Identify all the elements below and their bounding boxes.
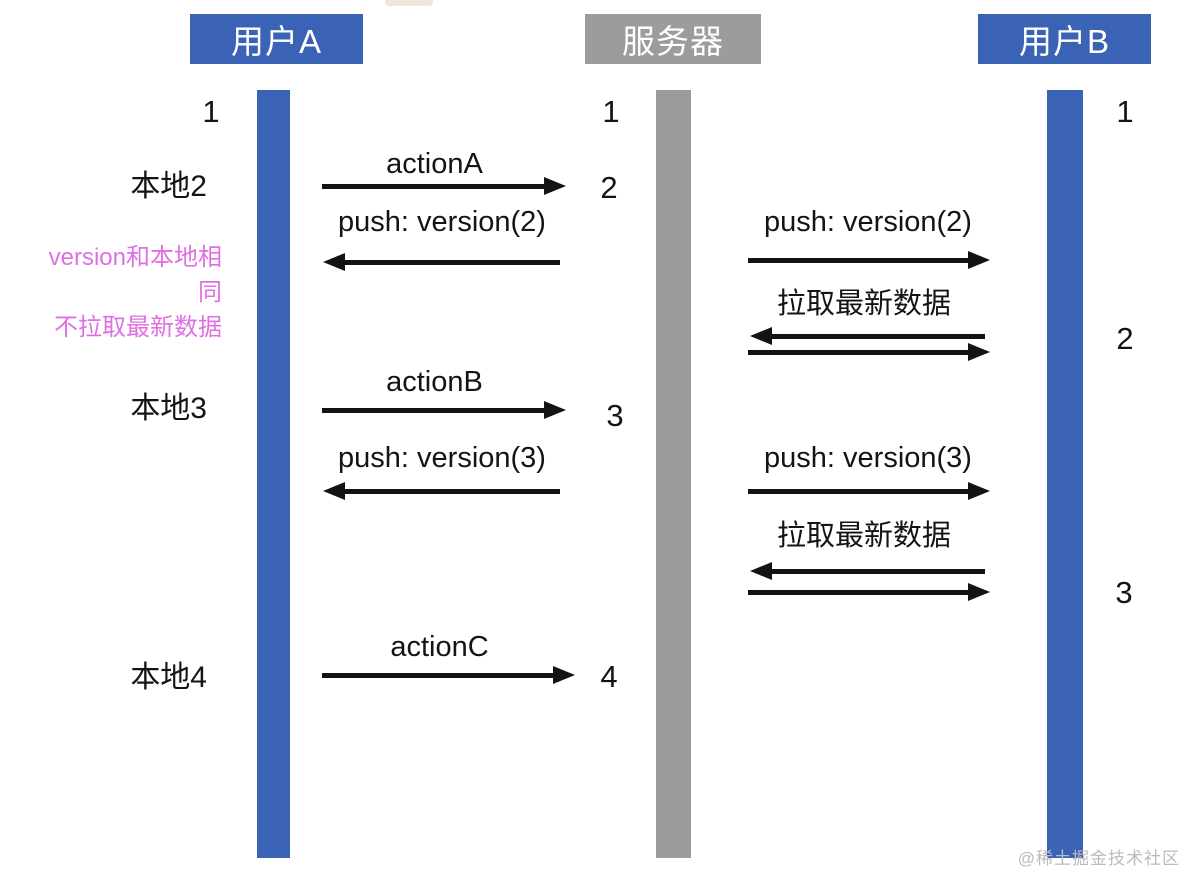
version-note-line-2: 不拉取最新数据: [54, 314, 222, 341]
user-a-local-3: 本地3: [130, 392, 207, 425]
arrow-server-to-b-2b: [748, 583, 990, 601]
arrow-server-to-b-2: [748, 482, 990, 500]
server-version-4: 4: [600, 659, 618, 694]
server-version-3: 3: [606, 398, 624, 433]
user-a-version-1: 1: [202, 94, 220, 129]
msg-action-b: actionB: [386, 366, 483, 398]
user-b-version-1: 1: [1116, 94, 1134, 129]
user-a-local-2: 本地2: [130, 170, 207, 203]
actor-user-a: 用户A: [190, 14, 363, 64]
version-note: version和本地相同 不拉取最新数据: [28, 240, 222, 345]
user-b-version-2: 2: [1116, 321, 1134, 356]
arrow-a-to-server-3: [322, 666, 575, 684]
arrow-b-to-server-2: [750, 562, 985, 580]
msg-push-v2-left: push: version(2): [338, 206, 546, 238]
actor-user-b-label: 用户B: [1018, 23, 1110, 60]
msg-push-v2-right: push: version(2): [764, 206, 972, 238]
watermark: @稀土掘金技术社区: [1017, 849, 1180, 868]
arrow-a-to-server-1: [322, 177, 566, 195]
arrow-a-to-server-2: [322, 401, 566, 419]
lifeline-server: [656, 90, 691, 858]
server-version-2: 2: [600, 170, 618, 205]
arrow-server-to-a-1: [323, 253, 560, 271]
arrow-server-to-b-1: [748, 251, 990, 269]
actor-user-a-label: 用户A: [230, 23, 322, 60]
lifeline-user-b: [1047, 90, 1083, 858]
top-edge-artifact: [385, 0, 433, 6]
arrow-server-to-a-2: [323, 482, 560, 500]
arrow-b-to-server-1: [750, 327, 985, 345]
msg-action-a: actionA: [386, 148, 483, 180]
server-version-1: 1: [602, 94, 620, 129]
actor-server: 服务器: [585, 14, 761, 64]
msg-pull-latest-1: 拉取最新数据: [776, 288, 951, 320]
actor-user-b: 用户B: [978, 14, 1151, 64]
msg-push-v3-left: push: version(3): [338, 442, 546, 474]
lifeline-user-a: [257, 90, 290, 858]
actor-server-label: 服务器: [622, 23, 724, 60]
msg-action-c: actionC: [390, 631, 489, 663]
msg-push-v3-right: push: version(3): [764, 442, 972, 474]
msg-pull-latest-2: 拉取最新数据: [776, 520, 951, 552]
version-note-line-1: version和本地相同: [48, 244, 222, 306]
user-a-local-4: 本地4: [130, 661, 207, 694]
user-b-version-3: 3: [1115, 575, 1133, 610]
arrow-server-to-b-1b: [748, 343, 990, 361]
